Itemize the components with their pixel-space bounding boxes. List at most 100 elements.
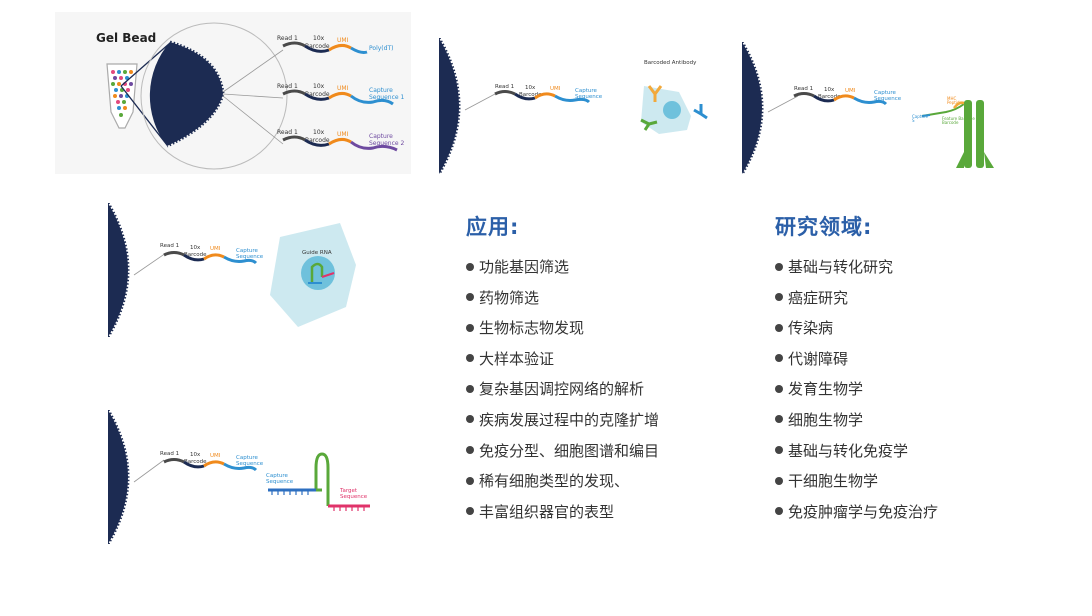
svg-text:UMI: UMI: [210, 246, 221, 252]
list-item-label: 发育生物学: [788, 380, 864, 399]
applications-title: 应用:: [466, 215, 520, 239]
list-item: 发育生物学: [775, 374, 938, 405]
list-item: 基础与转化免疫学: [775, 436, 938, 467]
svg-text:Sequence: Sequence: [874, 96, 902, 102]
svg-text:Read 1: Read 1: [160, 451, 179, 457]
bullet-icon: [466, 415, 474, 424]
antibody-icon: [640, 85, 708, 131]
svg-text:10x: 10x: [824, 87, 835, 93]
svg-text:UMI: UMI: [337, 85, 349, 92]
svg-text:Sequence: Sequence: [236, 254, 264, 260]
list-item: 大样本验证: [466, 344, 659, 375]
svg-text:Barcode: Barcode: [184, 252, 207, 258]
research-list: 基础与转化研究癌症研究传染病代谢障碍发育生物学细胞生物学基础与转化免疫学干细胞生…: [775, 252, 938, 527]
list-item: 基础与转化研究: [775, 252, 938, 283]
guide-rna-label: Guide RNA: [302, 250, 332, 256]
svg-text:10x: 10x: [525, 85, 536, 91]
receptor-icon: [956, 100, 994, 168]
svg-text:Capture: Capture: [575, 88, 597, 94]
list-item-label: 干细胞生物学: [788, 472, 879, 491]
research-section: 研究领域: 基础与转化研究癌症研究传染病代谢障碍发育生物学细胞生物学基础与转化免…: [775, 214, 938, 527]
feature-barcode-panel: Read 1 10x Barcode UMI Capture Sequence …: [742, 42, 1012, 174]
svg-text:Capture: Capture: [874, 90, 896, 96]
antibody-diagram: Read 1 10x Barcode UMI Capture Sequence …: [439, 38, 708, 174]
list-item-label: 传染病: [788, 319, 834, 338]
target-capture-diagram: Read 1 10x Barcode UMI Capture Sequence …: [108, 410, 370, 544]
svg-text:Sequence: Sequence: [266, 479, 294, 485]
nucleus-icon: [301, 256, 335, 290]
oligo-strand-2: Read 1 10x Barcode UMI Capture Sequence …: [277, 83, 405, 106]
svg-text:Barcode: Barcode: [305, 91, 330, 98]
list-item-label: 稀有细胞类型的发现、: [479, 472, 630, 491]
list-item: 癌症研究: [775, 283, 938, 314]
svg-text:Sequence 1: Sequence 1: [369, 94, 405, 101]
gel-bead-diagram: Gel Bead Read 1 10x Barcode UM: [55, 12, 411, 174]
list-item-label: 细胞生物学: [788, 410, 864, 429]
research-title: 研究领域:: [775, 215, 873, 239]
oligo-strand-3: Read 1 10x Barcode UMI Capture Sequence …: [277, 129, 405, 152]
svg-text:Capture: Capture: [369, 133, 393, 140]
bullet-icon: [775, 323, 783, 332]
svg-text:10x: 10x: [313, 129, 325, 136]
svg-text:Barcode: Barcode: [305, 137, 330, 144]
list-item: 药物筛选: [466, 283, 659, 314]
bullet-icon: [775, 293, 783, 302]
bead-icon: [149, 42, 223, 146]
guide-rna-diagram: Read 1 10x Barcode UMI Capture Sequence …: [108, 203, 356, 337]
applications-section: 应用: 功能基因筛选药物筛选生物标志物发现大样本验证复杂基因调控网络的解析疾病发…: [466, 214, 659, 527]
svg-text:Capture: Capture: [236, 248, 258, 254]
list-item-label: 功能基因筛选: [479, 258, 570, 276]
bead-dots: [111, 70, 133, 117]
svg-text:UMI: UMI: [337, 131, 349, 138]
svg-text:Sequence: Sequence: [236, 461, 264, 467]
feature-barcode-diagram: Read 1 10x Barcode UMI Capture Sequence …: [742, 42, 994, 174]
nucleus-icon: [663, 101, 681, 119]
list-item-label: 癌症研究: [788, 288, 849, 307]
svg-text:Capture: Capture: [266, 473, 288, 479]
list-item: 稀有细胞类型的发现、: [466, 466, 659, 497]
svg-text:Sequence: Sequence: [575, 94, 603, 100]
bullet-icon: [775, 354, 783, 363]
svg-text:Capture: Capture: [236, 455, 258, 461]
svg-text:Sequence 2: Sequence 2: [369, 140, 405, 147]
list-item-label: 基础与转化免疫学: [788, 441, 909, 460]
svg-text:Read 1: Read 1: [277, 129, 298, 136]
svg-text:10x: 10x: [313, 35, 325, 42]
svg-text:Poly(dT): Poly(dT): [369, 45, 393, 52]
list-item: 丰富组织器官的表型: [466, 497, 659, 528]
svg-text:Read 1: Read 1: [160, 243, 179, 249]
gel-bead-label: Gel Bead: [96, 31, 156, 45]
svg-text:S: S: [912, 118, 915, 123]
hairpin-probe-icon: [268, 452, 370, 511]
svg-text:Read 1: Read 1: [277, 83, 298, 90]
list-item-label: 丰富组织器官的表型: [479, 502, 615, 521]
svg-text:10x: 10x: [313, 83, 325, 90]
guide-rna-icon: [308, 262, 335, 284]
bullet-icon: [775, 446, 783, 455]
list-item-label: 复杂基因调控网络的解析: [479, 380, 645, 399]
svg-text:Barcode: Barcode: [942, 120, 959, 125]
list-item: 功能基因筛选: [466, 252, 659, 283]
bullet-icon: [466, 384, 474, 393]
bullet-icon: [466, 323, 474, 332]
list-item: 免疫肿瘤学与免疫治疗: [775, 497, 938, 528]
bullet-icon: [775, 507, 783, 516]
svg-text:Target: Target: [339, 488, 358, 494]
list-item: 疾病发展过程中的克隆扩增: [466, 405, 659, 436]
svg-text:UMI: UMI: [550, 86, 561, 92]
svg-text:Sequence: Sequence: [340, 494, 368, 500]
bullet-icon: [775, 262, 783, 271]
oligo-strand-1: Read 1 10x Barcode UMI Poly(dT): [277, 35, 393, 54]
svg-text:Read 1: Read 1: [495, 84, 514, 90]
barcoded-antibody-label: Barcoded Antibody: [644, 60, 697, 66]
svg-text:Peptide: Peptide: [947, 100, 962, 105]
list-item-label: 免疫肿瘤学与免疫治疗: [788, 502, 939, 521]
list-item: 复杂基因调控网络的解析: [466, 374, 659, 405]
svg-text:Capture: Capture: [912, 114, 928, 119]
bullet-icon: [775, 415, 783, 424]
bullet-icon: [466, 446, 474, 455]
svg-text:Barcode: Barcode: [818, 94, 841, 100]
bullet-icon: [466, 354, 474, 363]
svg-text:UMI: UMI: [210, 453, 221, 459]
target-capture-panel: Read 1 10x Barcode UMI Capture Sequence …: [108, 410, 398, 544]
